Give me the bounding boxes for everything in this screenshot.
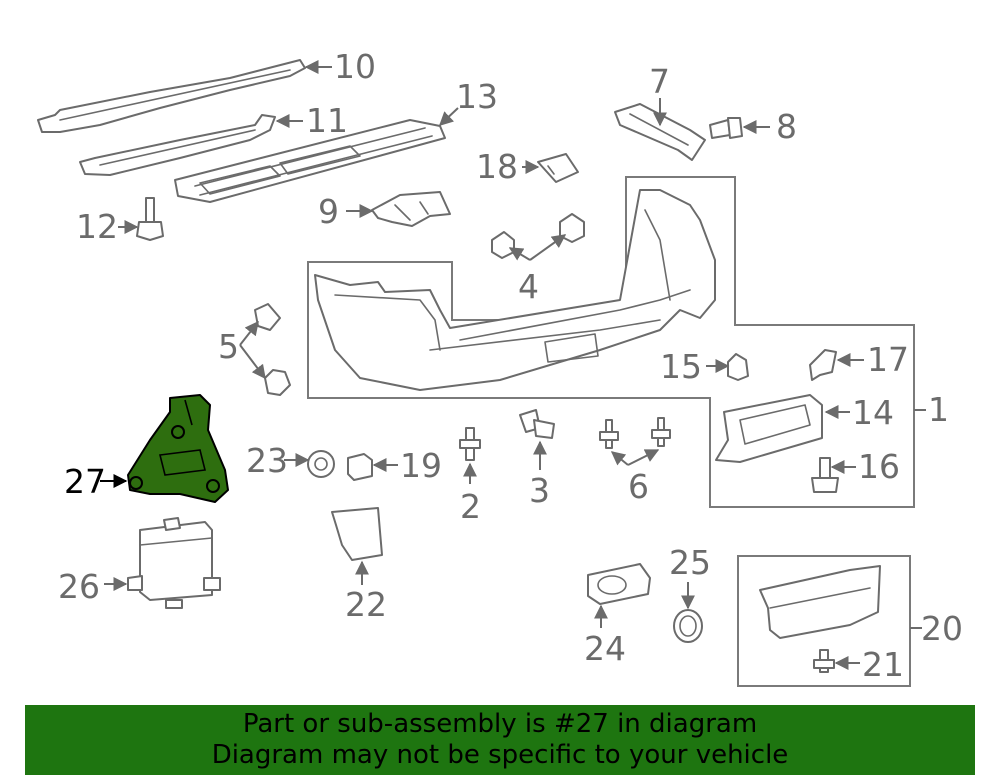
part-9-bracket[interactable]	[371, 191, 451, 227]
callout-6[interactable]: 6	[628, 467, 649, 506]
callout-1[interactable]: 1	[928, 390, 949, 429]
part-3-screw[interactable]	[519, 409, 555, 439]
callout-7[interactable]: 7	[649, 62, 670, 101]
callout-17[interactable]: 17	[867, 340, 909, 379]
callout-15[interactable]: 15	[660, 347, 702, 386]
callout-20[interactable]: 20	[921, 609, 963, 648]
callout-21[interactable]: 21	[862, 645, 904, 684]
callout-9[interactable]: 9	[318, 192, 339, 231]
part-20-garnish[interactable]	[759, 565, 881, 639]
banner-line-1: Part or sub-assembly is #27 in diagram	[242, 709, 758, 739]
callout-19[interactable]: 19	[400, 446, 442, 485]
part-24-sensor[interactable]	[587, 563, 651, 605]
callout-10[interactable]: 10	[334, 47, 376, 86]
callout-11[interactable]: 11	[306, 101, 348, 140]
callout-14[interactable]: 14	[852, 393, 894, 432]
part-21-clip[interactable]	[813, 649, 835, 673]
callout-18[interactable]: 18	[476, 147, 518, 186]
part-20-group-box	[737, 555, 911, 687]
part-23-grommet[interactable]	[307, 450, 335, 478]
callout-24[interactable]: 24	[584, 629, 626, 668]
part-6-clips[interactable]	[599, 417, 671, 449]
part-17-bracket[interactable]	[809, 349, 837, 381]
part-1-bumper-cover[interactable]	[314, 189, 716, 391]
part-12-bolt[interactable]	[136, 197, 164, 241]
part-11-absorber[interactable]	[79, 114, 276, 176]
part-19-block[interactable]	[347, 453, 373, 481]
part-16-bolt[interactable]	[811, 457, 839, 493]
part-14-reflector[interactable]	[715, 394, 823, 463]
callout-3[interactable]: 3	[529, 471, 550, 510]
callout-23[interactable]: 23	[246, 441, 288, 480]
part-4-nuts[interactable]	[491, 213, 585, 259]
banner-line-2: Diagram may not be specific to your vehi…	[211, 740, 789, 770]
callout-27[interactable]: 27	[64, 462, 106, 501]
part-2-pin[interactable]	[459, 427, 481, 461]
part-18-clip[interactable]	[537, 153, 579, 183]
part-25-ring[interactable]	[673, 609, 703, 643]
info-banner: Part or sub-assembly is #27 in diagram D…	[25, 705, 975, 775]
callout-8[interactable]: 8	[776, 107, 797, 146]
callout-12[interactable]: 12	[76, 207, 118, 246]
part-1-group-box	[307, 176, 915, 508]
part-10-reinforcement[interactable]	[37, 59, 306, 133]
callout-22[interactable]: 22	[345, 585, 387, 624]
part-22-bracket[interactable]	[331, 507, 383, 561]
callout-25[interactable]: 25	[669, 543, 711, 582]
callout-26[interactable]: 26	[58, 567, 100, 606]
callout-5[interactable]: 5	[218, 327, 239, 366]
part-27-bracket[interactable]	[127, 394, 229, 503]
parts-diagram: 10 11 13 12 9 18 7	[37, 47, 963, 687]
part-7-retainer[interactable]	[614, 103, 706, 161]
callout-4[interactable]: 4	[518, 267, 539, 306]
part-26-module[interactable]	[127, 517, 221, 609]
part-13-step-pad[interactable]	[174, 119, 446, 203]
part-5-clips[interactable]	[254, 303, 291, 396]
part-8-screw[interactable]	[709, 117, 743, 139]
callout-2[interactable]: 2	[460, 487, 481, 526]
callout-16[interactable]: 16	[858, 447, 900, 486]
callout-13[interactable]: 13	[456, 77, 498, 116]
part-15-clip[interactable]	[727, 353, 749, 381]
